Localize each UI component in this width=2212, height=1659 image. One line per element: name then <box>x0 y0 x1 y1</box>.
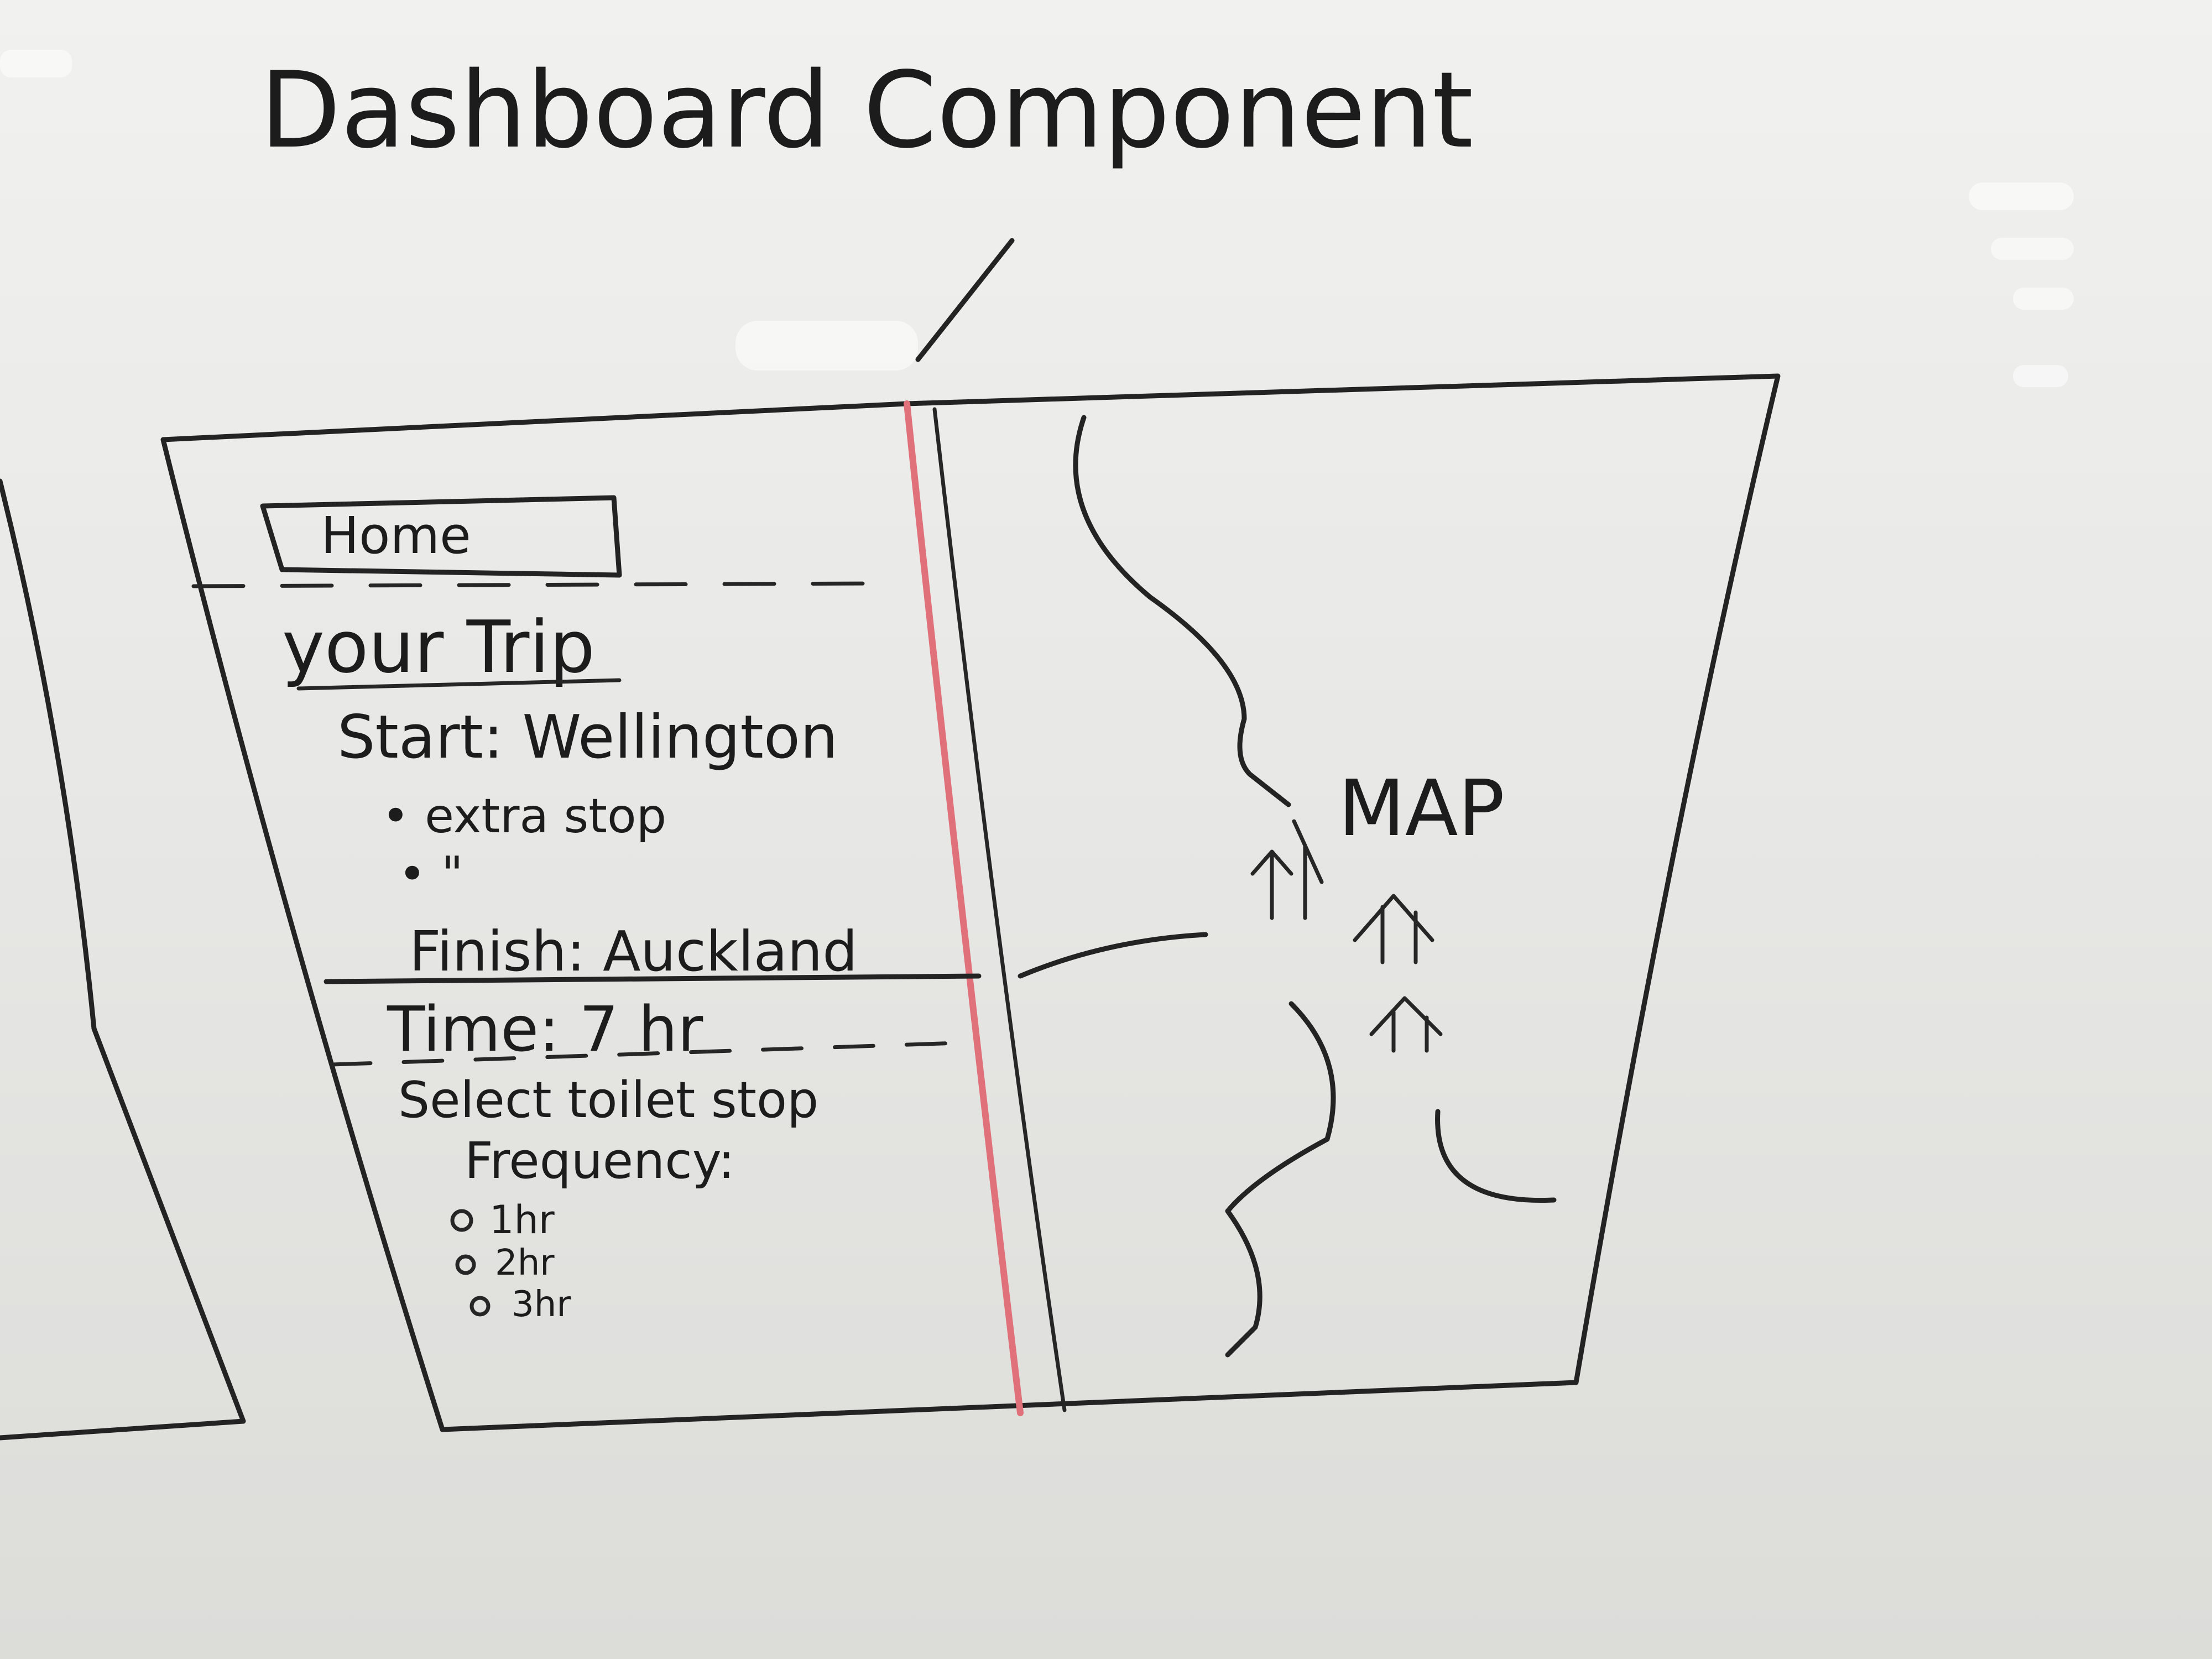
map-marker-icon[interactable] <box>1353 894 1434 964</box>
map-road <box>1018 932 1208 979</box>
diagram-title: Dashboard Component <box>260 49 1473 171</box>
trip-start: Start: Wellington <box>337 703 838 772</box>
trip-heading-underline <box>296 678 622 691</box>
radio-2hr[interactable] <box>455 1254 476 1275</box>
trip-separator <box>324 973 982 984</box>
trip-finish: Finish: Auckland <box>409 919 858 984</box>
radio-1hr-label: 1hr <box>489 1197 555 1243</box>
light-glare <box>0 50 2074 387</box>
time-underline <box>330 1040 975 1067</box>
frequency-prompt-line1: Select toilet stop <box>398 1071 818 1129</box>
radio-3hr[interactable] <box>469 1296 491 1317</box>
dashboard-frame <box>160 373 1781 1432</box>
adjacent-frame <box>0 478 246 1441</box>
title-pointer-line <box>915 238 1015 362</box>
nav-separator <box>191 581 887 588</box>
map-coastline-east <box>1435 1109 1557 1203</box>
map-panel-edge <box>932 407 1067 1412</box>
trip-heading: your Trip <box>282 605 595 689</box>
trip-extra-stop: • extra stop <box>382 789 666 844</box>
map-coastline-south <box>1225 1001 1336 1358</box>
radio-2hr-label: 2hr <box>495 1243 555 1284</box>
map-marker-icon[interactable] <box>1250 819 1324 920</box>
home-tab-box <box>260 495 622 578</box>
map-coastline-north <box>1073 415 1291 807</box>
trip-extra-stop-ditto: • " <box>398 847 463 902</box>
home-tab-label[interactable]: Home <box>321 506 471 565</box>
radio-1hr[interactable] <box>450 1209 473 1232</box>
map-label: MAP <box>1338 764 1505 854</box>
map-marker-icon[interactable] <box>1369 996 1443 1053</box>
radio-3hr-label: 3hr <box>512 1284 571 1325</box>
sidebar-divider <box>904 400 1024 1416</box>
frequency-prompt-line2: Frequency: <box>465 1132 735 1190</box>
